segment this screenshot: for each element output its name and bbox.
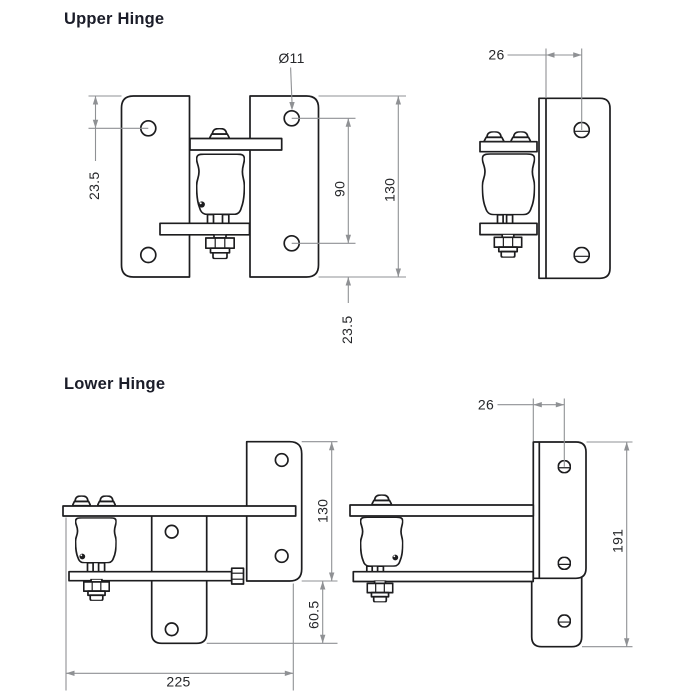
dim-label-plate-height-lower: 130 [315, 499, 331, 523]
dim-label-plate-height-upper: 130 [381, 178, 397, 202]
bolt-hole [164, 622, 179, 637]
bolt-hole [274, 452, 289, 468]
stem [206, 213, 215, 225]
upper-hinge-front-view: Ø11 23.5 90 130 [86, 50, 406, 344]
wall-plate-side [532, 441, 587, 580]
dim-label-bottom-hole-offset: 23.5 [339, 316, 355, 344]
wall-plate-side [538, 97, 611, 280]
adjuster-rod [352, 570, 535, 583]
grease-port-highlight [393, 555, 396, 558]
bolt-head [483, 131, 505, 142]
gate-plate [120, 95, 191, 278]
lower-hinge-side-view: 26 191 [349, 397, 633, 648]
adjuster-nut [205, 234, 235, 260]
bolt-head [97, 495, 116, 507]
bolt-hole [164, 524, 179, 539]
stem [97, 561, 106, 574]
lower-hinge-front-view: 130 60.5 225 [62, 440, 338, 691]
grease-port [79, 553, 86, 560]
section-title-lower: Lower Hinge [64, 375, 165, 393]
dim-label-top-hole-offset: 23.5 [86, 172, 102, 200]
dim-label-arm-length: 225 [166, 674, 190, 690]
upper-hinge-strap [349, 504, 535, 517]
dim-hole-to-edge-upper: 26 [488, 47, 583, 130]
rod-end-nut [230, 567, 245, 585]
dim-plate-height-upper: 130 [318, 95, 406, 278]
lower-hinge-strap [159, 222, 251, 236]
adjuster-nut [366, 580, 394, 603]
dim-top-hole-offset: 23.5 [86, 95, 149, 200]
dim-bottom-hole-offset: 23.5 [339, 277, 355, 344]
dim-bottom-extension: 60.5 [206, 581, 338, 644]
dim-label-bottom-extension: 60.5 [306, 601, 322, 629]
bolt-head [72, 495, 91, 507]
adjuster-nut [493, 234, 523, 258]
dim-hole-spacing: 90 [291, 117, 356, 244]
grease-port [392, 554, 399, 561]
gate-plate-side [530, 574, 583, 648]
wall-plate [249, 95, 320, 278]
upper-hinge-strap [62, 505, 297, 517]
dim-overall-height: 191 [582, 441, 633, 648]
hinge-body [481, 153, 536, 216]
dim-label-hole-spacing: 90 [332, 181, 348, 197]
dim-hole-diameter: Ø11 [278, 50, 304, 111]
bolt-hole [274, 548, 289, 564]
bolt-head [510, 131, 532, 142]
dim-label-overall-height: 191 [610, 529, 626, 553]
bolt-hole [139, 246, 157, 264]
grease-port [198, 201, 205, 208]
grease-port-highlight [80, 554, 83, 557]
dim-label-hole-to-edge-upper: 26 [488, 47, 504, 63]
upper-hinge-strap [479, 140, 538, 153]
lower-hinge-strap [479, 222, 538, 236]
stem [86, 561, 94, 574]
bolt-hole [557, 556, 571, 570]
stem [221, 213, 230, 225]
bolt-head [371, 494, 393, 506]
dim-arm-length: 225 [65, 517, 294, 691]
grease-port-highlight [199, 202, 202, 205]
bolt-hole [557, 614, 571, 628]
section-title-upper: Upper Hinge [64, 10, 164, 28]
dim-label-hole-to-edge-lower: 26 [478, 397, 494, 413]
dim-hole-to-edge-lower: 26 [478, 397, 565, 467]
bolt-hole [573, 246, 591, 264]
upper-hinge-strap [189, 137, 283, 151]
dim-label-hole-diameter: Ø11 [278, 50, 304, 66]
dim-plate-height-lower: 130 [301, 441, 338, 582]
pin-cap [209, 128, 230, 139]
adjuster-nut [83, 578, 110, 601]
upper-hinge-side-view: 26 [479, 47, 611, 280]
